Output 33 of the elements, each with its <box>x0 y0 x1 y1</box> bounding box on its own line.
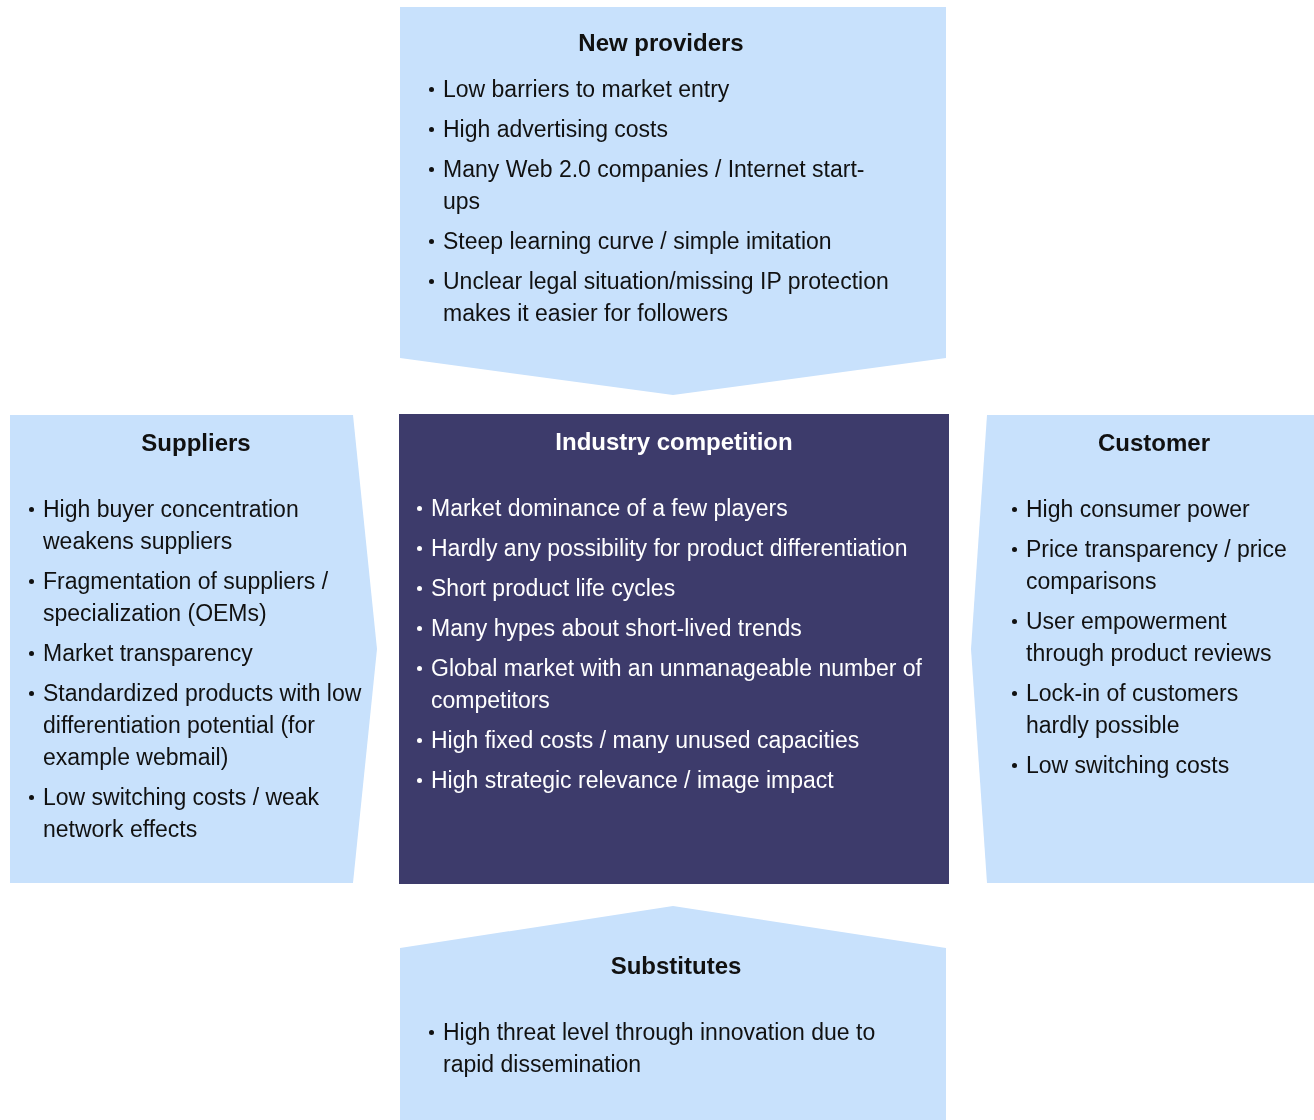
bullet-point: High buyer concentration weakens suppliers <box>26 493 366 557</box>
bullet-point: Short product life cycles <box>414 572 934 604</box>
bullet-point: Lock-in of customers hardly possible <box>1009 677 1299 741</box>
bullet-point: High fixed costs / many unused capacities <box>414 724 934 756</box>
bullet-point: Unclear legal situation/missing IP protection makes it easier for followers <box>426 265 896 329</box>
bullet-point: Market transparency <box>26 637 366 669</box>
bullet-point: Many hypes about short-lived trends <box>414 612 934 644</box>
bullet-point: Market dominance of a few players <box>414 492 934 524</box>
bullet-point: Hardly any possibility for product differentiation <box>414 532 934 564</box>
bullet-point: Price transparency / price comparisons <box>1009 533 1299 597</box>
bullet-point: High strategic relevance / image impact <box>414 764 934 796</box>
bullet-point: High advertising costs <box>426 113 896 145</box>
bullet-point: Many Web 2.0 companies / Internet start-ups <box>426 153 896 217</box>
panel-heading: Industry competition <box>554 427 794 457</box>
panel-heading: Customer <box>1097 428 1211 458</box>
arrow-shaped-panel <box>400 906 946 1120</box>
bullet-point: High threat level through innovation due to rapid dissemination <box>426 1016 926 1080</box>
bullet-point: Low barriers to market entry <box>426 73 896 105</box>
bullet-point: Steep learning curve / simple imitation <box>426 225 896 257</box>
center-panel <box>399 414 949 884</box>
bullet-point: Low switching costs / weak network effects <box>26 781 366 845</box>
bullet-point: High consumer power <box>1009 493 1299 525</box>
panel-heading: Substitutes <box>609 951 743 981</box>
arrow-shaped-panel <box>971 415 1314 883</box>
arrow-shaped-panel <box>400 7 946 395</box>
arrow-shaped-panel <box>10 415 377 883</box>
panel-heading: New providers <box>577 28 745 58</box>
bullet-point: Low switching costs <box>1009 749 1299 781</box>
bullet-point: Global market with an unmanageable number of competitors <box>414 652 934 716</box>
panel-heading: Suppliers <box>140 428 252 458</box>
bullet-point: User empowerment through product reviews <box>1009 605 1299 669</box>
bullet-point: Standardized products with low differentiation potential (for example webmail) <box>26 677 366 773</box>
bullet-point: Fragmentation of suppliers / specialization (OEMs) <box>26 565 366 629</box>
